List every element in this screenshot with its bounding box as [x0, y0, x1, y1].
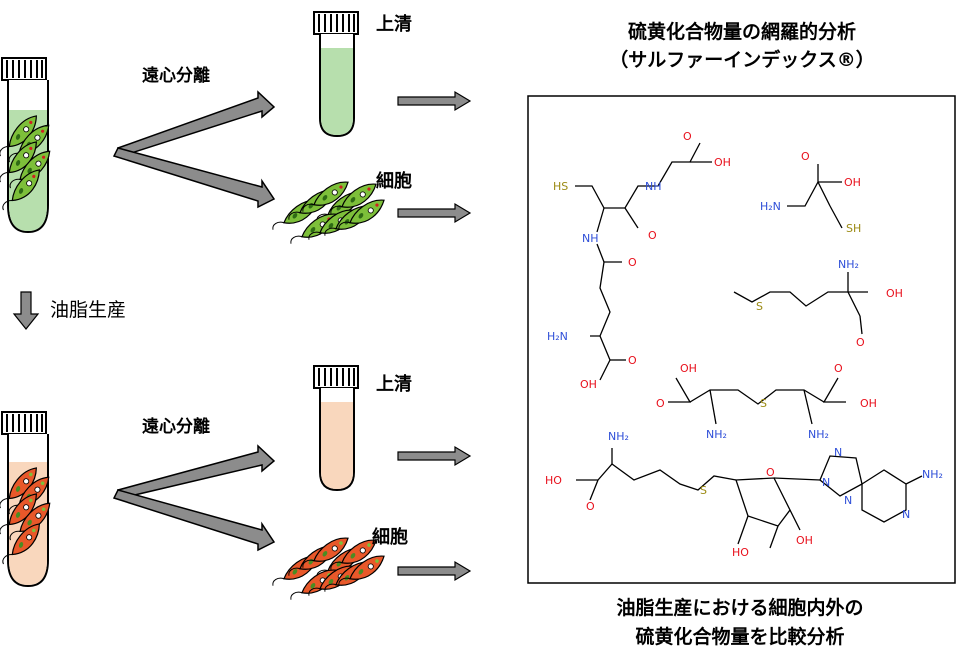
culture-tube-green — [0, 57, 52, 234]
svg-text:OH: OH — [886, 287, 903, 300]
svg-text:N: N — [902, 508, 910, 521]
cell-cluster-orange — [270, 525, 387, 613]
caption-line2: 硫黄化合物量を比較分析 — [635, 625, 844, 648]
svg-text:NH₂: NH₂ — [608, 430, 629, 443]
svg-text:N: N — [822, 476, 830, 489]
centrifuge-arrows-bottom — [112, 444, 276, 552]
svg-text:OH: OH — [580, 378, 597, 391]
culture-tube-orange — [0, 411, 52, 588]
centrifuge-label-top: 遠心分離 — [142, 65, 210, 86]
supernatant-label-bottom: 上清 — [376, 374, 412, 395]
svg-text:O: O — [766, 466, 775, 479]
cells-label-top: 細胞 — [376, 170, 412, 192]
svg-text:O: O — [834, 362, 843, 375]
to-analysis-arrow-4 — [397, 560, 472, 582]
centrifuge-arrows-top — [112, 90, 276, 209]
svg-text:OH: OH — [796, 534, 813, 547]
svg-text:NH₂: NH₂ — [838, 258, 859, 271]
svg-text:S: S — [756, 300, 763, 313]
svg-text:NH: NH — [582, 232, 599, 245]
svg-text:OH: OH — [860, 397, 877, 410]
svg-text:OH: OH — [844, 176, 861, 189]
svg-text:N: N — [834, 446, 842, 459]
to-analysis-arrow-2 — [397, 202, 472, 224]
caption-line1: 油脂生産における細胞内外の — [616, 596, 863, 619]
svg-text:O: O — [648, 229, 657, 242]
svg-text:O: O — [628, 354, 637, 367]
compound-panel — [527, 95, 956, 584]
supernatant-label-top: 上清 — [376, 14, 412, 35]
svg-text:O: O — [656, 397, 665, 410]
to-analysis-arrow-3 — [397, 445, 472, 467]
oil-production-down-arrow — [12, 291, 40, 330]
supernatant-tube-green — [313, 11, 359, 138]
compound-structures: HS NH O OH O NH O H₂N O OH O OH H₂N SH S… — [545, 130, 943, 559]
svg-text:N: N — [844, 494, 852, 507]
centrifuge-label-bottom: 遠心分離 — [142, 416, 210, 437]
svg-text:H₂N: H₂N — [760, 200, 781, 213]
svg-text:HO: HO — [732, 546, 749, 559]
analysis-title-line2: （サルファーインデックス®） — [609, 48, 874, 71]
svg-text:O: O — [628, 256, 637, 269]
svg-text:OH: OH — [680, 362, 697, 375]
svg-text:SH: SH — [846, 222, 861, 235]
svg-text:S: S — [760, 397, 767, 410]
svg-text:NH₂: NH₂ — [922, 468, 943, 481]
supernatant-tube-orange — [313, 365, 359, 492]
svg-text:H₂N: H₂N — [547, 330, 568, 343]
svg-text:O: O — [801, 150, 810, 163]
to-analysis-arrow-1 — [397, 90, 472, 112]
svg-text:OH: OH — [714, 156, 731, 169]
svg-text:NH: NH — [645, 180, 662, 193]
svg-text:O: O — [856, 336, 865, 349]
svg-text:NH₂: NH₂ — [706, 428, 727, 441]
svg-text:O: O — [586, 500, 595, 513]
glutathione-structure — [575, 142, 712, 381]
analysis-title-line1: 硫黄化合物量の網羅的分析 — [628, 20, 856, 43]
svg-text:S: S — [700, 484, 707, 497]
svg-text:HS: HS — [553, 180, 568, 193]
svg-text:NH₂: NH₂ — [808, 428, 829, 441]
cells-label-bottom: 細胞 — [372, 526, 408, 548]
svg-text:O: O — [683, 130, 692, 143]
cell-cluster-green — [270, 169, 387, 257]
svg-text:HO: HO — [545, 474, 562, 487]
oil-production-label: 油脂生産 — [50, 299, 126, 321]
